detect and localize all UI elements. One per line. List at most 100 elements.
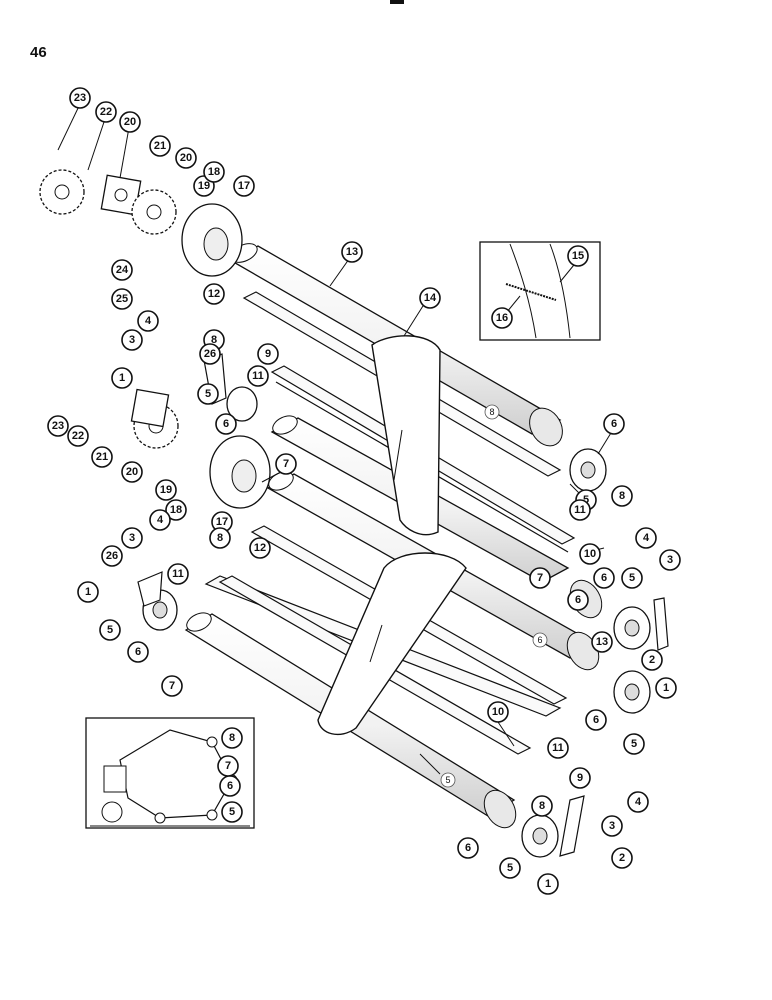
- header-rule: [390, 0, 404, 4]
- svg-text:8: 8: [229, 732, 235, 744]
- callout-12: 12: [203, 283, 225, 305]
- svg-text:6: 6: [223, 418, 229, 430]
- callout-3: 3: [659, 549, 681, 571]
- callout-6: 6: [603, 413, 625, 435]
- flange-5-right-middle: [613, 606, 651, 650]
- svg-text:18: 18: [208, 166, 220, 178]
- flange-5-right-lower: [613, 670, 651, 714]
- callout-19: 19: [155, 479, 177, 501]
- belt-upper-14: [371, 335, 441, 536]
- callout-20: 20: [121, 461, 143, 483]
- callout-7: 7: [217, 755, 239, 777]
- arm-2-bottom: [559, 795, 585, 857]
- svg-text:3: 3: [129, 532, 135, 544]
- arm-26-lower: [137, 571, 163, 607]
- callout-3: 3: [601, 815, 623, 837]
- callout-22: 22: [67, 425, 89, 447]
- svg-text:19: 19: [198, 180, 210, 192]
- svg-text:17: 17: [216, 516, 228, 528]
- svg-text:6: 6: [465, 842, 471, 854]
- svg-text:20: 20: [126, 466, 138, 478]
- page-number: 46: [30, 44, 47, 61]
- callout-14: 14: [419, 287, 441, 309]
- svg-text:7: 7: [225, 760, 231, 772]
- callout-11: 11: [547, 737, 569, 759]
- svg-text:21: 21: [154, 140, 166, 152]
- mark-roller-5: 5: [440, 772, 456, 788]
- svg-text:20: 20: [124, 116, 136, 128]
- callout-5: 5: [499, 857, 521, 879]
- callout-3: 3: [121, 527, 143, 549]
- svg-text:12: 12: [208, 288, 220, 300]
- callout-6: 6: [585, 709, 607, 731]
- callout-13: 13: [341, 241, 363, 263]
- callout-9: 9: [569, 767, 591, 789]
- svg-text:6: 6: [601, 572, 607, 584]
- svg-text:23: 23: [52, 420, 64, 432]
- callout-26: 26: [199, 343, 221, 365]
- svg-text:23: 23: [74, 92, 86, 104]
- svg-text:3: 3: [667, 554, 673, 566]
- callout-25: 25: [111, 288, 133, 310]
- svg-text:5: 5: [583, 494, 589, 506]
- callout-18: 18: [165, 499, 187, 521]
- callout-1: 1: [537, 873, 559, 895]
- svg-text:22: 22: [72, 430, 84, 442]
- svg-text:14: 14: [424, 292, 437, 304]
- callout-2: 2: [641, 649, 663, 671]
- callout-7: 7: [275, 453, 297, 475]
- svg-text:11: 11: [172, 568, 184, 580]
- callout-18: 18: [203, 161, 225, 183]
- callout-9: 9: [257, 343, 279, 365]
- svg-text:26: 26: [204, 348, 216, 360]
- callout-8: 8: [221, 727, 243, 749]
- callout-23: 23: [69, 87, 91, 109]
- svg-text:9: 9: [265, 348, 271, 360]
- svg-text:6: 6: [135, 646, 141, 658]
- svg-text:10: 10: [492, 706, 504, 718]
- svg-text:11: 11: [252, 370, 264, 382]
- svg-text:8: 8: [619, 490, 625, 502]
- callout-17: 17: [211, 511, 233, 533]
- callout-1: 1: [111, 367, 133, 389]
- flange-5-bottom: [521, 814, 559, 858]
- callout-2: 2: [611, 847, 633, 869]
- callout-10: 10: [487, 701, 509, 723]
- svg-text:17: 17: [238, 180, 250, 192]
- svg-text:5: 5: [631, 738, 637, 750]
- callout-17: 17: [233, 175, 255, 197]
- svg-text:16: 16: [496, 312, 508, 324]
- svg-text:7: 7: [283, 458, 289, 470]
- callout-10: 10: [579, 543, 601, 565]
- svg-text:5: 5: [507, 862, 513, 874]
- svg-text:1: 1: [545, 878, 551, 890]
- svg-text:12: 12: [254, 542, 266, 554]
- svg-text:4: 4: [643, 532, 650, 544]
- callout-6: 6: [219, 775, 241, 797]
- svg-text:8: 8: [217, 532, 223, 544]
- svg-text:6: 6: [593, 714, 599, 726]
- svg-text:3: 3: [129, 334, 135, 346]
- svg-text:2: 2: [619, 852, 625, 864]
- callout-5: 5: [99, 619, 121, 641]
- callout-20: 20: [175, 147, 197, 169]
- callout-6: 6: [593, 567, 615, 589]
- callout-1: 1: [655, 677, 677, 699]
- callout-6: 6: [567, 589, 589, 611]
- callout-12: 12: [249, 537, 271, 559]
- callout-13: 13: [591, 631, 613, 653]
- svg-text:6: 6: [537, 635, 542, 645]
- svg-text:1: 1: [663, 682, 669, 694]
- svg-text:3: 3: [609, 820, 615, 832]
- arm-2-right: [653, 597, 669, 651]
- callout-26: 26: [101, 545, 123, 567]
- svg-text:19: 19: [160, 484, 172, 496]
- mark-roller-8: 8: [484, 404, 500, 420]
- callout-3: 3: [121, 329, 143, 351]
- callout-20: 20: [119, 111, 141, 133]
- svg-text:5: 5: [107, 624, 113, 636]
- callout-7: 7: [161, 675, 183, 697]
- svg-text:1: 1: [119, 372, 125, 384]
- callout-6: 6: [127, 641, 149, 663]
